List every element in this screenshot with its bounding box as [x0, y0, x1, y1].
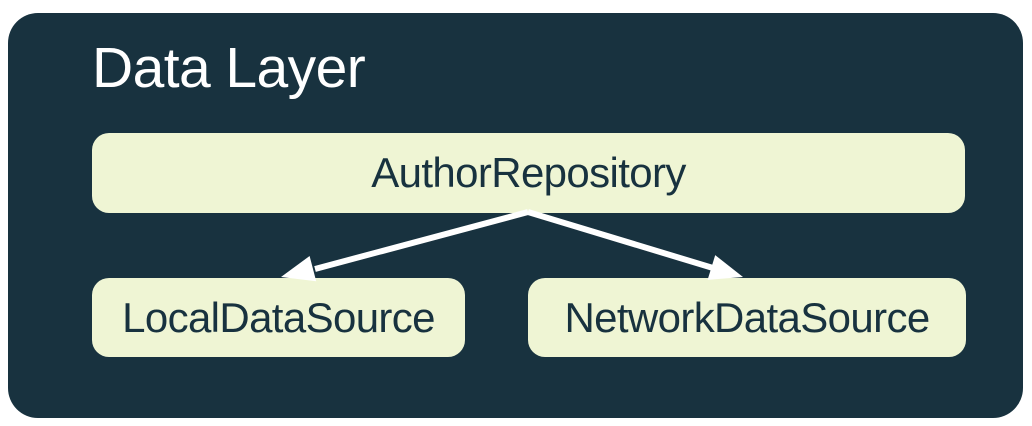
node-network-data-source: NetworkDataSource	[528, 278, 966, 357]
node-network-data-source-label: NetworkDataSource	[564, 293, 930, 341]
node-local-data-source: LocalDataSource	[92, 278, 465, 357]
data-layer-panel: Data Layer AuthorRepository LocalDataSou…	[8, 13, 1023, 418]
node-author-repository: AuthorRepository	[92, 133, 965, 213]
node-local-data-source-label: LocalDataSource	[122, 293, 435, 341]
node-author-repository-label: AuthorRepository	[371, 149, 686, 196]
panel-title: Data Layer	[92, 36, 366, 100]
